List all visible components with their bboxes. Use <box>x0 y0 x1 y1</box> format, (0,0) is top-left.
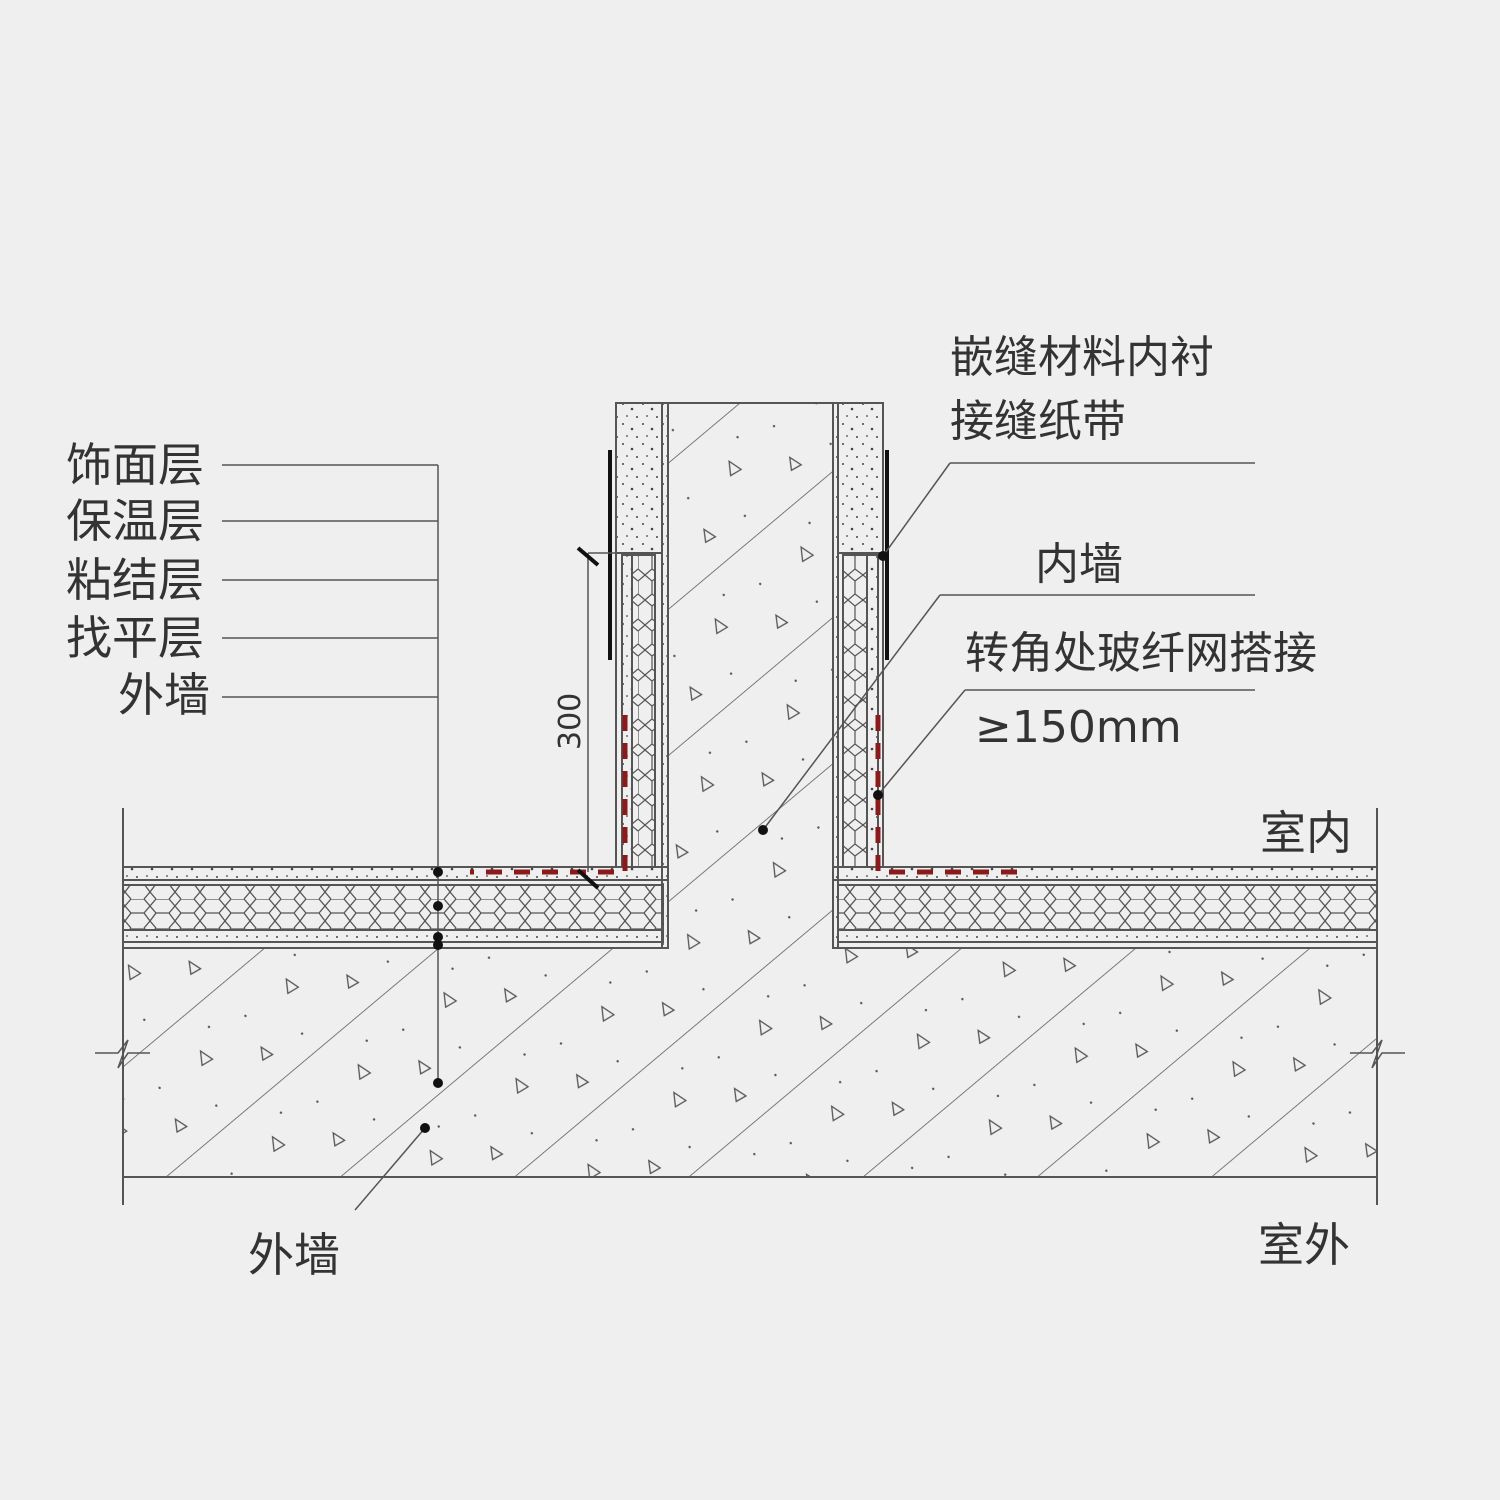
label-interior-wall: 内墙 <box>1035 539 1123 590</box>
label-exterior-wall: 外墙 <box>118 668 210 722</box>
label-finish-layer: 饰面层 <box>66 438 204 492</box>
label-indoor: 室内 <box>1260 806 1352 860</box>
label-leveling-layer: 找平层 <box>66 611 204 665</box>
label-exterior-wall-bottom: 外墙 <box>248 1228 340 1282</box>
label-outdoor: 室外 <box>1258 1218 1350 1272</box>
label-joint-tape: 接缝纸带 <box>950 396 1126 447</box>
label-joint-filler: 嵌缝材料内衬 <box>950 332 1214 383</box>
label-mesh-length: ≥150mm <box>975 702 1182 753</box>
label-bonding-layer: 粘结层 <box>66 553 204 607</box>
label-insulation-layer: 保温层 <box>66 494 204 548</box>
dimension-300: 300 <box>553 692 588 750</box>
label-mesh-overlap: 转角处玻纤网搭接 <box>965 628 1317 679</box>
